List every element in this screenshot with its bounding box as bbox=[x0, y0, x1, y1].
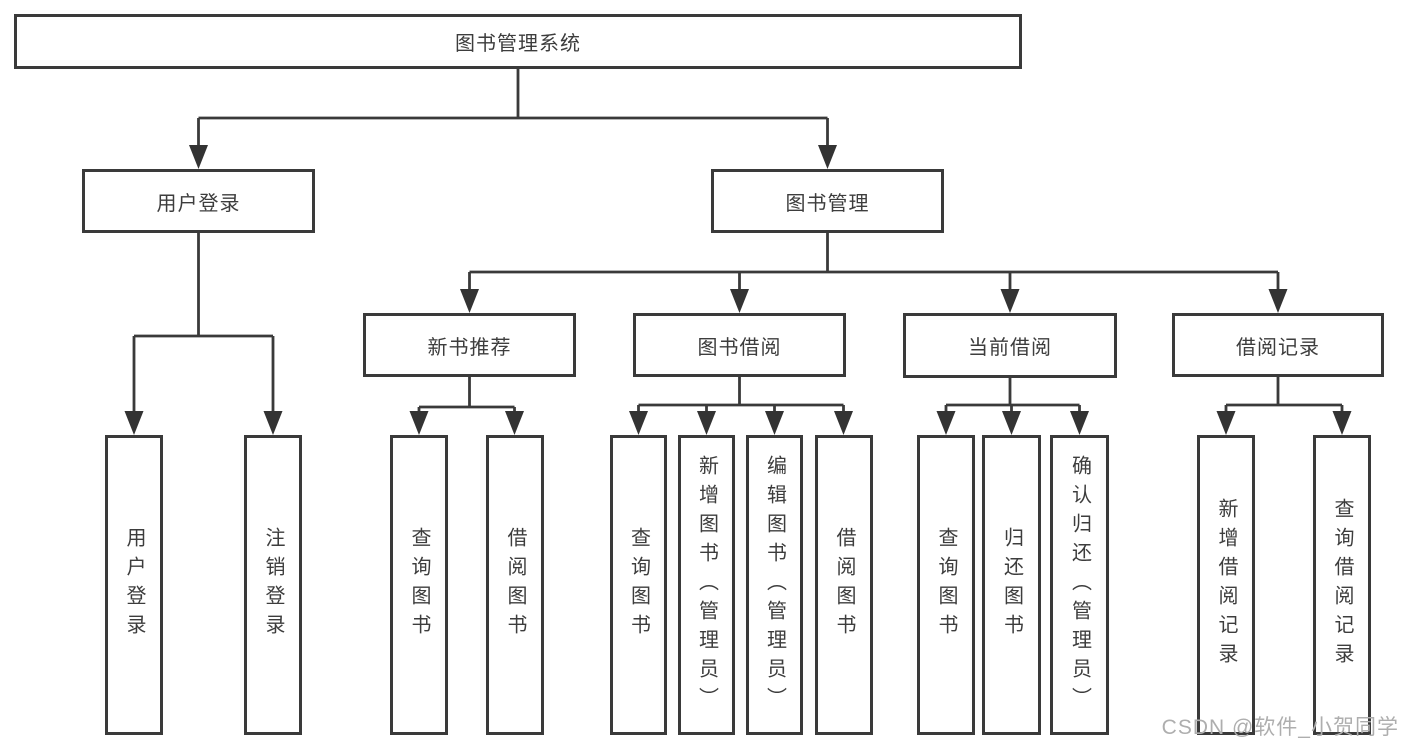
leaf-borrow-book-label: 借阅图书 bbox=[833, 527, 855, 643]
leaf-add-borrow-record: 新增借阅记录 bbox=[1197, 435, 1255, 735]
node-new-book-recommend: 新书推荐 bbox=[363, 313, 576, 377]
arrow-icon bbox=[460, 289, 479, 313]
leaf-user-login-label: 用户登录 bbox=[123, 527, 145, 643]
leaf-query-book-recommend: 查询图书 bbox=[390, 435, 448, 735]
leaf-borrow-book-recommend-label: 借阅图书 bbox=[504, 527, 526, 643]
node-borrow-record-label: 借阅记录 bbox=[1236, 336, 1320, 359]
leaf-query-book-current-label: 查询图书 bbox=[935, 527, 957, 643]
leaf-edit-book-admin: 编辑图书（管理员） bbox=[746, 435, 803, 735]
node-book-borrow-label: 图书借阅 bbox=[697, 336, 782, 359]
node-borrow-record: 借阅记录 bbox=[1172, 313, 1384, 377]
arrow-icon bbox=[629, 411, 648, 435]
leaf-user-login: 用户登录 bbox=[105, 435, 163, 735]
leaf-add-book-admin-label: 新增图书（管理员） bbox=[695, 454, 718, 716]
arrow-icon bbox=[697, 411, 716, 435]
node-user-login: 用户登录 bbox=[82, 169, 315, 233]
arrow-icon bbox=[189, 145, 208, 169]
leaf-add-book-admin: 新增图书（管理员） bbox=[678, 435, 735, 735]
leaf-borrow-book: 借阅图书 bbox=[815, 435, 873, 735]
leaf-edit-book-admin-label: 编辑图书（管理员） bbox=[763, 454, 786, 716]
arrow-icon bbox=[936, 411, 956, 435]
arrow-icon bbox=[818, 145, 837, 169]
leaf-query-book-borrow: 查询图书 bbox=[610, 435, 667, 735]
node-book-management-label: 图书管理 bbox=[785, 192, 870, 215]
leaf-query-borrow-record: 查询借阅记录 bbox=[1313, 435, 1371, 735]
arrow-icon bbox=[1332, 411, 1352, 435]
arrow-icon bbox=[765, 411, 784, 435]
leaf-return-book: 归还图书 bbox=[982, 435, 1041, 735]
leaf-confirm-return-admin-label: 确认归还（管理员） bbox=[1068, 454, 1091, 716]
node-book-management: 图书管理 bbox=[711, 169, 944, 233]
leaf-logout: 注销登录 bbox=[244, 435, 302, 735]
leaf-query-book-current: 查询图书 bbox=[917, 435, 975, 735]
leaf-query-book-recommend-label: 查询图书 bbox=[408, 527, 430, 643]
leaf-query-borrow-record-label: 查询借阅记录 bbox=[1331, 498, 1353, 672]
node-book-borrow: 图书借阅 bbox=[633, 313, 846, 377]
leaf-return-book-label: 归还图书 bbox=[1000, 527, 1023, 643]
arrow-icon bbox=[1268, 289, 1288, 313]
leaf-borrow-book-recommend: 借阅图书 bbox=[486, 435, 544, 735]
arrow-icon bbox=[1216, 411, 1236, 435]
node-current-borrow: 当前借阅 bbox=[903, 313, 1117, 378]
arrow-icon bbox=[505, 411, 524, 435]
node-root: 图书管理系统 bbox=[14, 14, 1022, 69]
arrow-icon bbox=[1000, 289, 1020, 313]
node-user-login-label: 用户登录 bbox=[156, 192, 241, 215]
arrow-icon bbox=[834, 411, 853, 435]
arrow-icon bbox=[730, 289, 749, 313]
node-root-label: 图书管理系统 bbox=[455, 33, 581, 55]
leaf-confirm-return-admin: 确认归还（管理员） bbox=[1050, 435, 1109, 735]
leaf-query-book-borrow-label: 查询图书 bbox=[627, 527, 650, 643]
arrow-icon bbox=[409, 411, 429, 435]
arrow-icon bbox=[124, 411, 144, 435]
arrow-icon bbox=[1002, 411, 1021, 435]
leaf-logout-label: 注销登录 bbox=[262, 527, 284, 643]
node-new-book-recommend-label: 新书推荐 bbox=[427, 336, 512, 359]
leaf-add-borrow-record-label: 新增借阅记录 bbox=[1215, 498, 1237, 672]
arrow-icon bbox=[263, 411, 283, 435]
node-current-borrow-label: 当前借阅 bbox=[968, 337, 1052, 359]
watermark: CSDN @软件_小贺同学 bbox=[1161, 716, 1399, 739]
arrow-icon bbox=[1070, 411, 1089, 435]
